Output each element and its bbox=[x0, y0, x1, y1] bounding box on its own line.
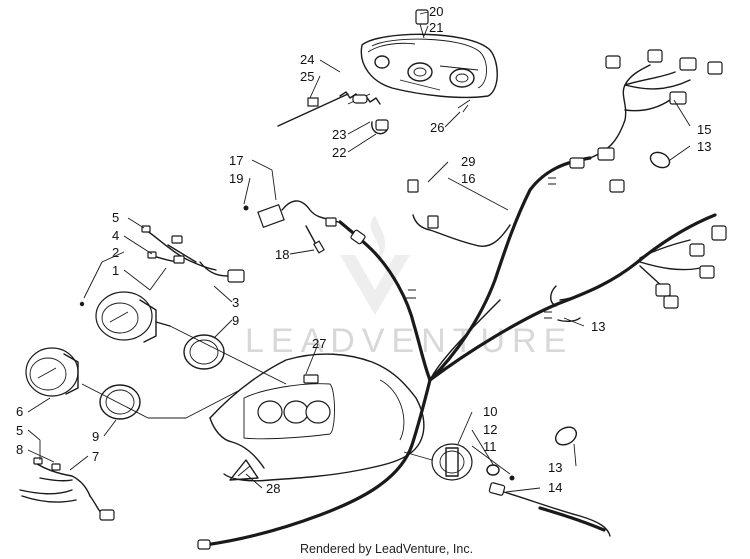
callout-16: 16 bbox=[461, 171, 475, 186]
callout-labels: 20 21 24 25 23 22 26 17 19 18 29 16 15 1… bbox=[16, 4, 711, 496]
gauge-upper bbox=[79, 291, 171, 343]
gauge-rings bbox=[99, 334, 225, 420]
rotary-switch bbox=[403, 443, 515, 481]
gauge-pigtail-lower bbox=[19, 457, 115, 521]
callout-5-a: 5 bbox=[112, 210, 119, 225]
callout-24: 24 bbox=[300, 52, 314, 67]
taillight-spring-bolt bbox=[277, 91, 471, 135]
warning-decal bbox=[229, 459, 259, 481]
callout-9-b: 9 bbox=[92, 429, 99, 444]
callout-4: 4 bbox=[112, 228, 119, 243]
callout-9-a: 9 bbox=[232, 313, 239, 328]
callout-8: 8 bbox=[16, 442, 23, 457]
callout-27: 27 bbox=[312, 336, 326, 351]
callout-7: 7 bbox=[92, 449, 99, 464]
callout-1: 1 bbox=[112, 263, 119, 278]
callout-28: 28 bbox=[266, 481, 280, 496]
harness-connectors bbox=[197, 49, 727, 550]
callout-14: 14 bbox=[548, 480, 562, 495]
regulator-bracket bbox=[243, 200, 339, 254]
speedometer-cable bbox=[488, 482, 611, 537]
watermark-text: LEADVENTURE bbox=[245, 322, 573, 360]
callout-11: 11 bbox=[483, 439, 497, 454]
watermark: LEADVENTURE bbox=[245, 215, 573, 360]
callout-2: 2 bbox=[112, 245, 119, 260]
callout-29: 29 bbox=[461, 154, 475, 169]
assembly-leader-lines bbox=[81, 325, 287, 419]
callout-13-b: 13 bbox=[591, 319, 605, 334]
callout-3: 3 bbox=[232, 295, 239, 310]
callout-5-b: 5 bbox=[16, 423, 23, 438]
callout-10: 10 bbox=[483, 404, 497, 419]
callout-leaders bbox=[27, 11, 691, 493]
footer-credit: Rendered by LeadVenture, Inc. bbox=[300, 542, 473, 556]
dash-panel bbox=[209, 353, 425, 482]
callout-22: 22 bbox=[332, 145, 346, 160]
callout-20: 20 bbox=[429, 4, 443, 19]
callout-6: 6 bbox=[16, 404, 23, 419]
callout-12: 12 bbox=[483, 422, 497, 437]
callout-15: 15 bbox=[697, 122, 711, 137]
callout-13-c: 13 bbox=[548, 460, 562, 475]
gauge-pigtail-upper bbox=[141, 225, 245, 283]
cable-ties bbox=[554, 151, 671, 446]
callout-13-a: 13 bbox=[697, 139, 711, 154]
taillight-assembly bbox=[360, 9, 498, 99]
watermark-logo-icon bbox=[340, 215, 410, 315]
callout-17: 17 bbox=[229, 153, 243, 168]
callout-25: 25 bbox=[300, 69, 314, 84]
callout-19: 19 bbox=[229, 171, 243, 186]
callout-18: 18 bbox=[275, 247, 289, 262]
callout-23: 23 bbox=[332, 127, 346, 142]
callout-26: 26 bbox=[430, 120, 444, 135]
gauge-lower bbox=[25, 347, 79, 397]
callout-21: 21 bbox=[429, 20, 443, 35]
